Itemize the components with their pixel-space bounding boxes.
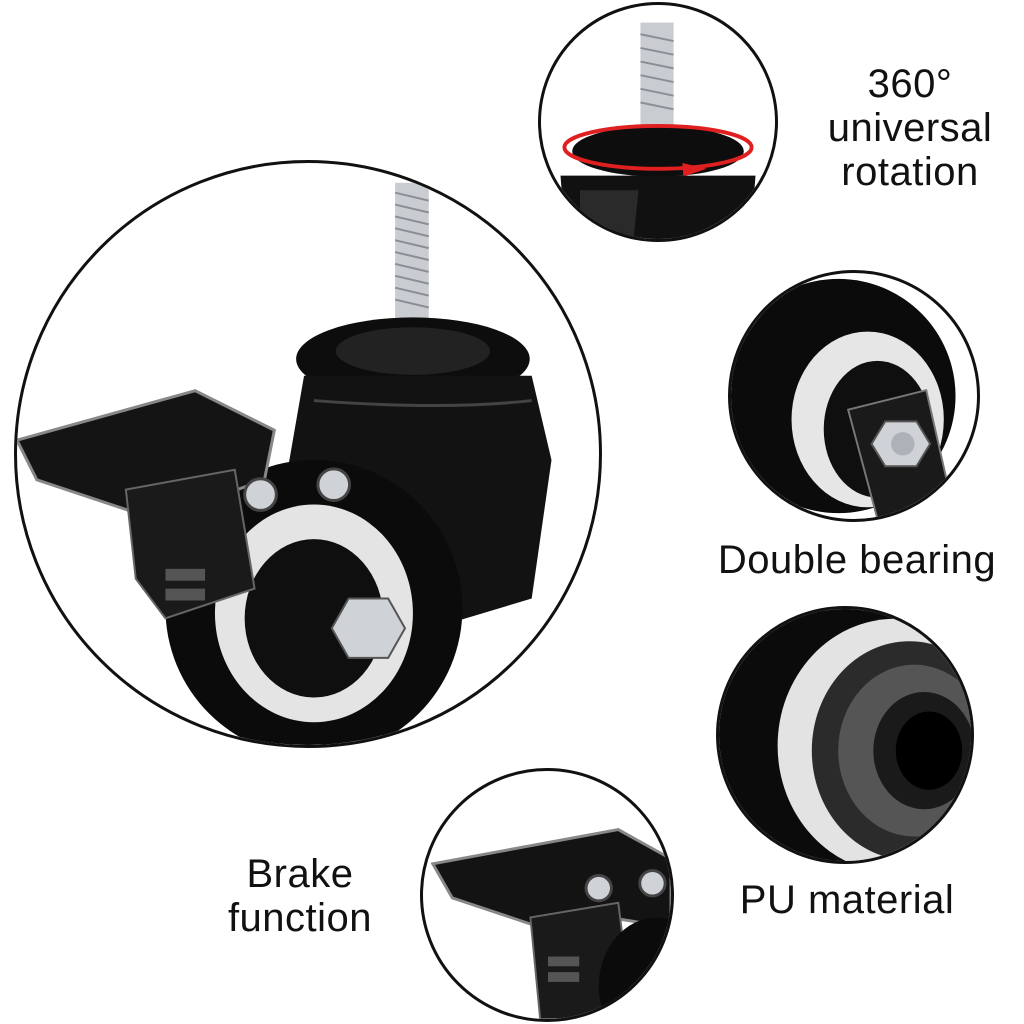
rotation-label-line-3: rotation: [841, 150, 979, 194]
bearing-detail-image: [728, 270, 980, 522]
main-caster-image: [14, 160, 602, 748]
pu-detail-image: [716, 606, 974, 864]
brake-label-line-2: function: [227, 896, 373, 940]
bearing-label: Double bearing: [717, 538, 997, 582]
caster-wheel-icon: [17, 182, 552, 745]
brake-detail-image: [420, 768, 674, 1022]
rotation-label-line-1: 360°: [867, 62, 953, 106]
rotation-label-line-2: universal: [827, 106, 993, 150]
bearing-icon: [731, 278, 957, 519]
pu-label: PU material: [739, 878, 955, 922]
rotation-label: 360° universal rotation: [800, 62, 1020, 194]
brake-pedal-icon: [124, 468, 256, 620]
rotation-detail-image: [538, 2, 778, 242]
brake-label-line-1: Brake: [246, 852, 354, 896]
brake-label: Brake function: [200, 852, 400, 940]
rotation-arrow-icon: [560, 22, 756, 239]
